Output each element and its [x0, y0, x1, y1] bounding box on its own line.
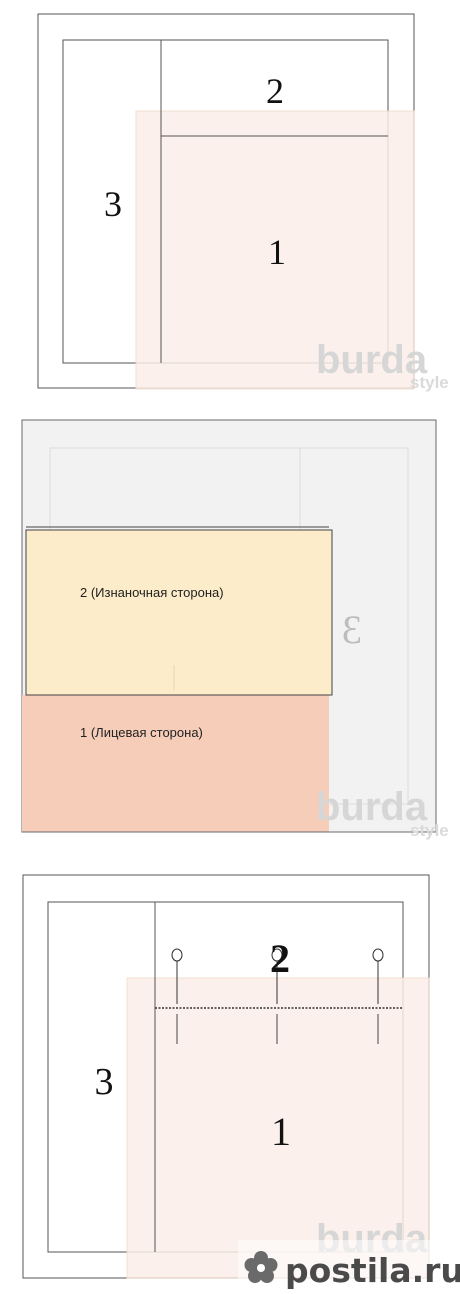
diagram-2: 2 (Изнаночная сторона) 1 (Лицевая сторон…	[21, 419, 449, 840]
piece-label-1: 1	[271, 1109, 291, 1154]
piece-label-3: 3	[95, 1061, 114, 1103]
pin-icon	[271, 948, 283, 1044]
piece-label-2: 2	[266, 71, 284, 111]
watermark-brand: burda	[316, 338, 428, 382]
site-watermark-text: postila.ru	[285, 1251, 460, 1290]
diagram-1: 2 3 1 burda style	[37, 13, 449, 392]
piece-label-2-wrong-side: 2 (Изнаночная сторона)	[80, 585, 224, 600]
fabric-right-side	[22, 695, 329, 832]
pin-icon	[171, 948, 183, 1044]
piece-label-2: 2	[270, 936, 290, 981]
watermark-sub: style	[410, 373, 449, 392]
diagram-3: 2 3 1 burda postila.ru	[22, 874, 460, 1294]
svg-text:3: 3	[342, 607, 362, 652]
fabric-wrong-side	[25, 529, 333, 696]
piece-label-1: 1	[268, 232, 286, 272]
fabric-overlay	[135, 110, 415, 390]
site-watermark: postila.ru	[238, 1240, 460, 1294]
pin-icon	[372, 948, 384, 1044]
watermark-brand: burda	[316, 785, 428, 829]
piece-label-3: 3	[104, 184, 122, 224]
watermark-sub: style	[410, 821, 449, 840]
piece-label-3-mirrored: 3	[342, 607, 362, 652]
piece-label-1-right-side: 1 (Лицевая сторона)	[80, 725, 203, 740]
flower-logo-icon	[244, 1251, 278, 1283]
